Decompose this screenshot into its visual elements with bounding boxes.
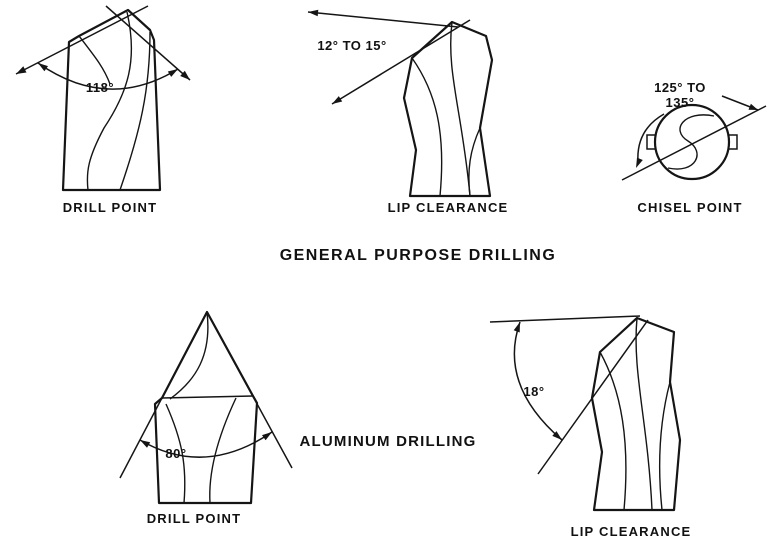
- al-drill-point-drawing: [120, 312, 292, 503]
- gp-chisel-point-caption: CHISEL POINT: [637, 200, 743, 215]
- gp-chisel-point-drawing: [622, 96, 766, 180]
- chisel-point-lug-right: [728, 135, 737, 149]
- al-lip-clearance-flute: [600, 352, 626, 510]
- al-lip-clearance-ref-line: [490, 316, 640, 322]
- gp-drill-point-angle-line-left: [16, 6, 148, 74]
- arrowhead: [748, 103, 758, 110]
- chisel-point-edge-line: [622, 106, 766, 180]
- al-lip-clearance-drawing: [490, 316, 680, 510]
- al-drill-point-angle-label: 80°: [165, 446, 187, 461]
- gp-lip-clearance-caption: LIP CLEARANCE: [387, 200, 509, 215]
- arrowhead: [262, 432, 272, 441]
- arrowhead: [308, 9, 319, 17]
- gp-lip-clearance-angle-line: [332, 20, 470, 104]
- gp-lip-clearance-drawing: [308, 9, 492, 196]
- gp-chisel-point-angle-label: 125° TO 135°: [654, 80, 706, 110]
- al-lip-clearance-angle-label: 18°: [523, 384, 545, 399]
- al-drill-point-shoulder: [162, 396, 253, 398]
- gp-lip-clearance-flute: [451, 22, 470, 196]
- general-purpose-section-title: GENERAL PURPOSE DRILLING: [279, 247, 557, 264]
- arrowhead: [332, 96, 343, 104]
- gp-lip-clearance-angle-label: 12° TO 15°: [317, 38, 387, 53]
- gp-drill-point-flute: [87, 12, 131, 190]
- aluminum-section-title: ALUMINUM DRILLING: [299, 433, 477, 450]
- gp-drill-point-angle-label: 118°: [85, 80, 115, 95]
- arrowhead: [38, 63, 48, 72]
- gp-drill-point-caption: DRILL POINT: [62, 200, 158, 215]
- chisel-point-leader-curve: [638, 114, 664, 162]
- gp-drill-point-body: [63, 10, 160, 190]
- al-drill-point-angle-line-left: [120, 312, 207, 478]
- al-drill-point-angle-arc: [140, 432, 272, 457]
- al-drill-point-flute: [210, 398, 236, 503]
- arrowhead: [636, 157, 643, 168]
- gp-chisel-point-angle-label-line2: 135°: [665, 95, 695, 110]
- gp-lip-clearance-flute: [412, 58, 442, 196]
- gp-lip-clearance-ref-line: [308, 12, 458, 27]
- arrowhead: [180, 70, 190, 80]
- al-lip-clearance-flute: [636, 318, 652, 510]
- al-lip-clearance-flute: [660, 382, 670, 510]
- al-lip-clearance-angle-line: [538, 320, 648, 474]
- al-lip-clearance-body: [592, 318, 680, 510]
- al-drill-point-flute: [166, 404, 185, 503]
- gp-drill-point-angle-arc: [38, 63, 178, 89]
- gp-drill-point-flute: [79, 36, 110, 84]
- gp-drill-point-drawing: [16, 6, 190, 190]
- gp-chisel-point-angle-label-line1: 125° TO: [654, 80, 706, 95]
- gp-lip-clearance-flute: [469, 128, 480, 196]
- al-lip-clearance-angle-arc: [514, 322, 562, 440]
- al-drill-point-flute: [170, 312, 208, 399]
- arrowhead: [552, 431, 562, 440]
- gp-lip-clearance-body: [404, 22, 492, 196]
- arrowhead: [140, 440, 151, 448]
- arrowhead: [167, 69, 178, 77]
- gp-drill-point-angle-line-right: [106, 6, 190, 80]
- gp-drill-point-flute: [120, 32, 150, 190]
- chisel-point-lug-left: [647, 135, 656, 149]
- al-drill-point-body: [155, 312, 257, 503]
- al-drill-point-angle-line-right: [207, 312, 292, 468]
- al-drill-point-caption: DRILL POINT: [146, 511, 242, 526]
- arrowhead: [513, 322, 520, 333]
- chisel-point-circle: [655, 105, 729, 179]
- al-lip-clearance-caption: LIP CLEARANCE: [570, 524, 692, 539]
- arrowhead: [16, 66, 27, 74]
- chisel-point-s-edge: [668, 115, 714, 169]
